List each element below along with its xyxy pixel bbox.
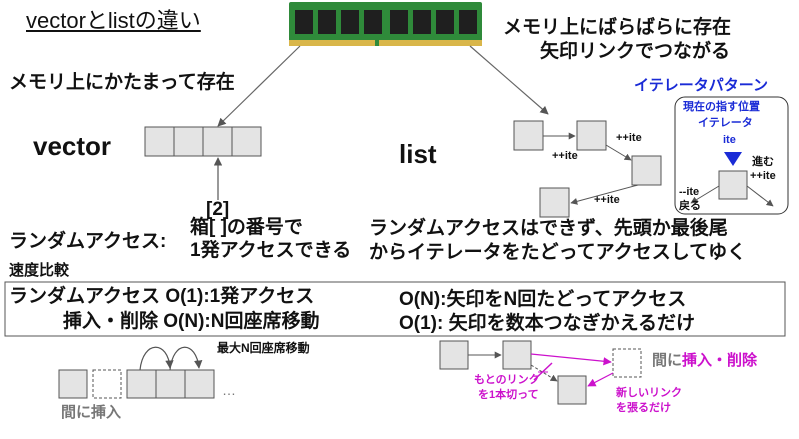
- list-insert-nodes: [439, 340, 642, 405]
- vector-insert-box: [126, 369, 157, 399]
- list-step-label: ++ite: [552, 150, 578, 162]
- list-node: [631, 155, 662, 186]
- list-insert-node: [439, 340, 469, 370]
- ram-to-vector-line: [217, 45, 301, 127]
- list-node: [576, 120, 607, 151]
- contiguous-memory-label: メモリ上にかたまって存在: [9, 72, 235, 93]
- cut-link-note-line1: もとのリンク: [474, 374, 540, 386]
- vector-label: vector: [33, 131, 112, 161]
- list-random-desc-line1: ランダムアクセスはできず、先頭か最後尾: [369, 218, 728, 239]
- vector-insert-label: 間に挿入: [61, 404, 122, 421]
- vector-insert-box: [184, 369, 215, 399]
- speed-title: 速度比較: [9, 262, 70, 279]
- vector-box: [231, 126, 262, 157]
- list-label: list: [399, 139, 437, 169]
- list-link: [570, 184, 639, 205]
- iterator-current-line1: 現在の指す位置: [683, 101, 760, 113]
- vector-insert-box: [155, 369, 186, 399]
- new-link-note-line1: 新しいリンク: [616, 387, 682, 399]
- list-node: [539, 187, 570, 218]
- iterator-back-arrow: [690, 185, 720, 204]
- ram-to-list-line: [469, 45, 549, 115]
- vector-shift-label: 最大N回座席移動: [217, 341, 310, 355]
- list-random-speed: O(N):矢印をN回たどってアクセス: [399, 289, 687, 310]
- ellipsis: …: [222, 382, 236, 398]
- list-step-label: ++ite: [594, 194, 620, 206]
- list-node: [513, 120, 544, 151]
- list-insert-label-emph: 挿入・削除: [682, 352, 758, 369]
- vector-insert-speed: 挿入・削除 O(N):N回座席移動: [63, 311, 320, 332]
- random-access-label: ランダムアクセス:: [9, 231, 167, 252]
- shift-arc: [169, 346, 203, 371]
- index-desc-line1: 箱[ ]の番号で: [190, 217, 303, 238]
- iterator-back-line2: 戻る: [679, 200, 701, 212]
- index-desc-line2: 1発アクセスできる: [190, 240, 352, 261]
- scattered-memory-label: メモリ上にばらばらに存在: [503, 17, 732, 38]
- vector-box: [144, 126, 175, 157]
- list-insert-node: [502, 340, 532, 370]
- iterator-current-line2: イテレータ: [698, 117, 753, 129]
- vector-box: [173, 126, 204, 157]
- list-insert-node: [557, 375, 587, 405]
- list-insert-label-prefix: 間に: [652, 352, 683, 369]
- page-title: vectorとlistの違い: [26, 8, 201, 33]
- ram-module-image: [289, 2, 482, 46]
- new-link: [587, 372, 614, 387]
- iterator-ite: ite: [723, 134, 736, 146]
- linked-by-arrows-label: 矢印リンクでつながる: [540, 41, 731, 62]
- down-triangle-icon: [724, 152, 742, 166]
- list-insert-label: 間に挿入・削除: [652, 352, 757, 369]
- list-random-desc-line2: からイテレータをたどってアクセスしてゆく: [369, 242, 747, 263]
- vector-random-speed: ランダムアクセス O(1):1発アクセス: [9, 286, 315, 307]
- new-link: [530, 353, 612, 366]
- index-label: [2]: [206, 199, 230, 220]
- old-link: [530, 364, 558, 382]
- iterator-forward-line1: 進む: [752, 156, 774, 168]
- vector-insert-slot: [92, 369, 122, 399]
- speed-table: [4, 281, 786, 337]
- vector-boxes: [144, 126, 262, 157]
- list-insert-new-node: [612, 348, 642, 378]
- list-link: [605, 144, 632, 161]
- iterator-node: [718, 170, 748, 200]
- vector-box: [202, 126, 233, 157]
- iterator-back-line1: --ite: [679, 186, 700, 198]
- cut-link-note-line2: を1本切って: [478, 389, 539, 401]
- vector-insert-box: [58, 369, 88, 399]
- list-step-label: ++ite: [616, 132, 642, 144]
- list-insert-speed: O(1): 矢印を数本つなぎかえるだけ: [399, 313, 696, 334]
- vector-insert-boxes: [58, 369, 215, 399]
- shift-arc: [139, 346, 174, 371]
- iterator-forward-arrow: [746, 185, 774, 207]
- iterator-forward-line2: ++ite: [750, 170, 776, 182]
- new-link-note-line2: を張るだけ: [616, 402, 671, 414]
- iterator-pattern-title: イテレータパターン: [634, 77, 768, 94]
- list-nodes: [513, 120, 662, 218]
